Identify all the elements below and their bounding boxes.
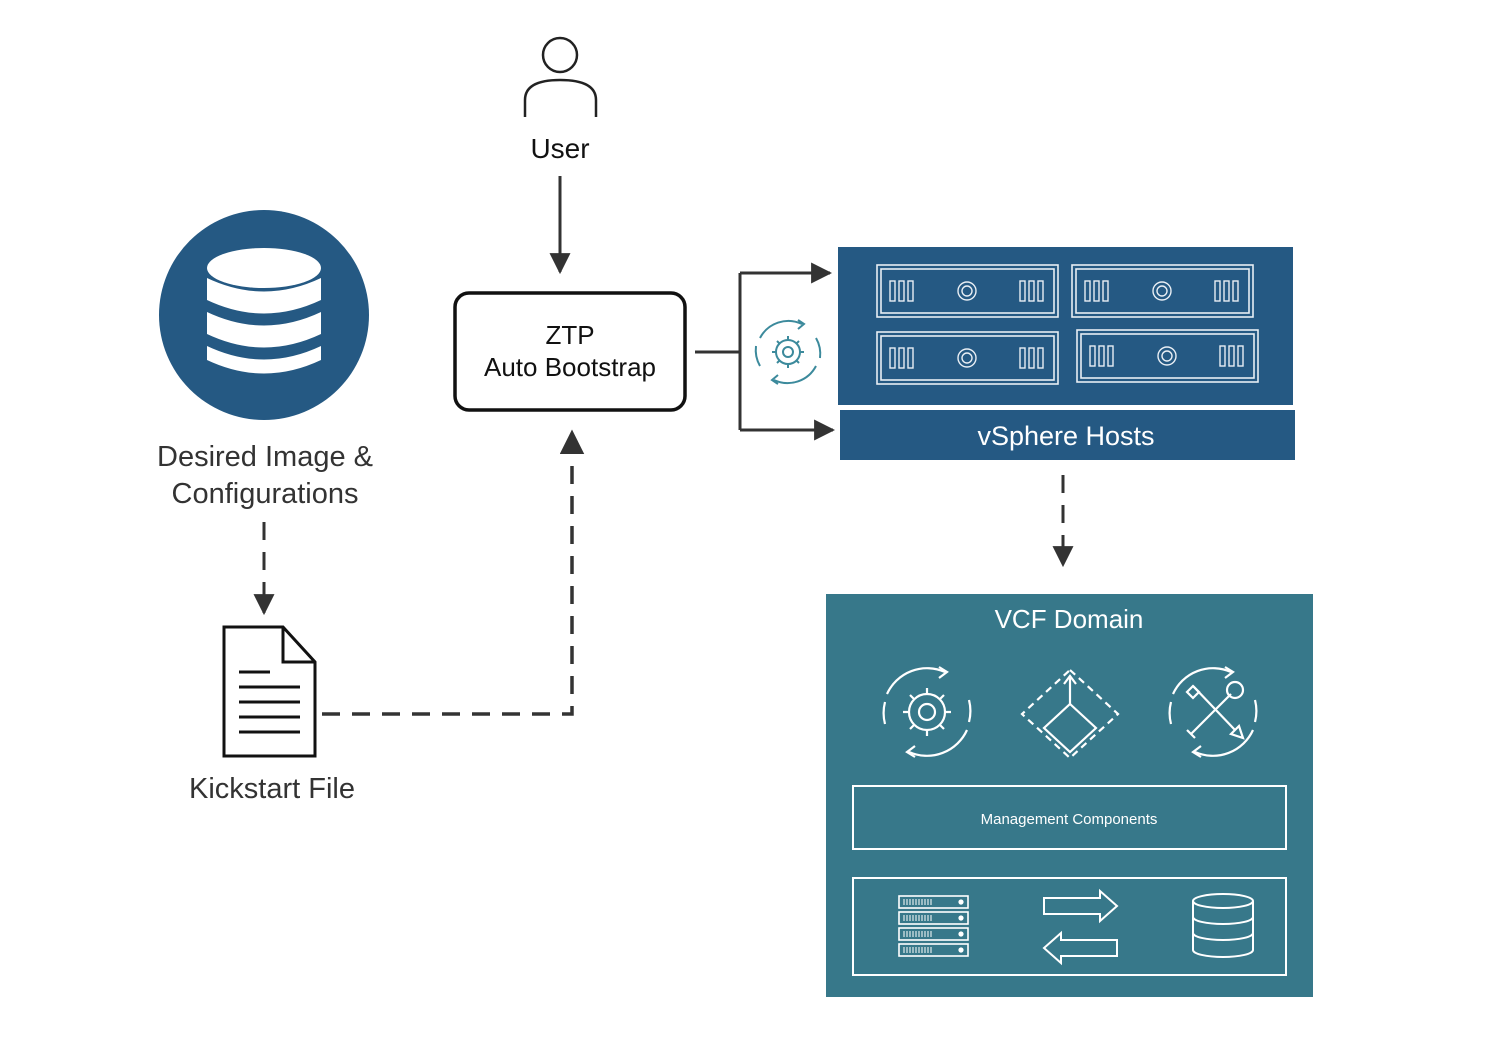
vcf-domain-panel[interactable]: VCF Domain: [826, 594, 1313, 997]
kickstart-to-ztp-arrow: [322, 429, 585, 716]
management-components-label: Management Components: [981, 811, 1158, 828]
desired-image-label-line1: Desired Image &: [157, 441, 373, 473]
user-label: User: [530, 133, 589, 164]
lifecycle-gear-icon: [882, 666, 972, 758]
ztp-box[interactable]: ZTP Auto Bootstrap: [453, 291, 687, 412]
ztp-title: ZTP: [545, 320, 594, 350]
kickstart-file-label: Kickstart File: [189, 773, 355, 805]
document-icon: [222, 625, 317, 758]
deploy-icon: [1020, 668, 1120, 760]
server-stack-icon: [898, 895, 969, 957]
vcf-domain-title: VCF Domain: [995, 604, 1144, 634]
database-icon: [159, 210, 369, 420]
gear-cycle-icon: [754, 319, 822, 385]
server-rack-icon: [876, 264, 1259, 385]
vsphere-hosts-label: vSphere Hosts: [977, 421, 1154, 451]
storage-icon: [1192, 893, 1254, 958]
ztp-to-vsphere-connector: [695, 262, 836, 441]
desired-image-label-line2: Configurations: [172, 478, 359, 510]
transfer-arrows-icon: [1042, 888, 1119, 966]
ztp-subtitle: Auto Bootstrap: [484, 352, 656, 382]
user-icon: [523, 36, 598, 117]
vsphere-hosts-panel[interactable]: vSphere Hosts: [838, 247, 1295, 460]
tools-icon: [1168, 666, 1258, 758]
